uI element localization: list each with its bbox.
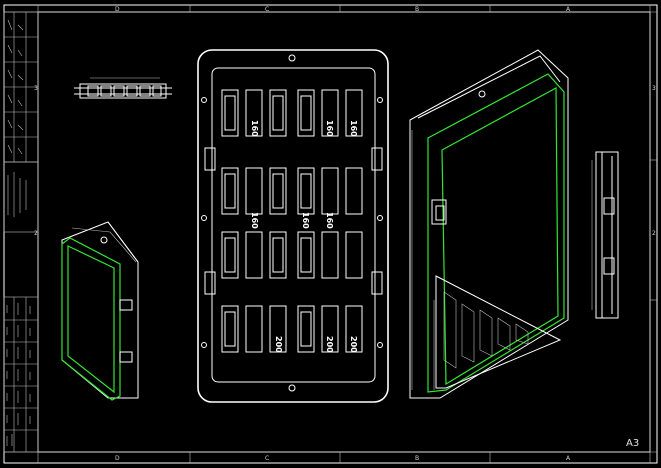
fuse-row-4 [221,305,363,353]
zone-right-2: 2 [652,230,656,237]
revision-table [3,11,39,163]
fuse-label: 160 [250,120,259,137]
fuse-label: 160 [349,120,358,137]
zone-top-d: D [115,6,120,13]
fuse-label: 200 [349,336,358,353]
side-view [591,151,619,319]
approval-table [3,161,39,233]
fuse-row-3 [221,231,363,279]
fuse-row-1 [221,89,363,137]
zone-top-b: B [415,6,419,13]
fuse-label: 160 [250,212,259,229]
zone-top-c: C [265,6,269,13]
zone-left-3: 3 [34,85,38,92]
zone-ticks [189,5,657,463]
iso-view-right [409,49,569,399]
zone-bottom-d: D [115,455,120,462]
title-block [3,296,39,453]
zone-bottom-c: C [265,455,269,462]
fuse-label: 200 [325,336,334,353]
zone-bottom-b: B [415,455,419,462]
top-view [74,77,172,99]
zone-bottom-a: A [566,455,571,462]
zone-left-2: 2 [34,230,38,237]
fuse-label: 200 [274,336,283,353]
fuse-label: 160 [325,212,334,229]
fuse-row-2 [221,167,363,215]
outer-frame [3,4,658,464]
sheet-format-label: A3 [626,438,639,449]
zone-right-3: 3 [652,85,656,92]
front-view: 160 160 160 160 160 160 200 200 200 [197,49,389,403]
fuse-label: 160 [301,212,310,229]
fuse-label: 160 [325,120,334,137]
zone-top-a: A [566,6,571,13]
iso-view-left [61,221,139,401]
